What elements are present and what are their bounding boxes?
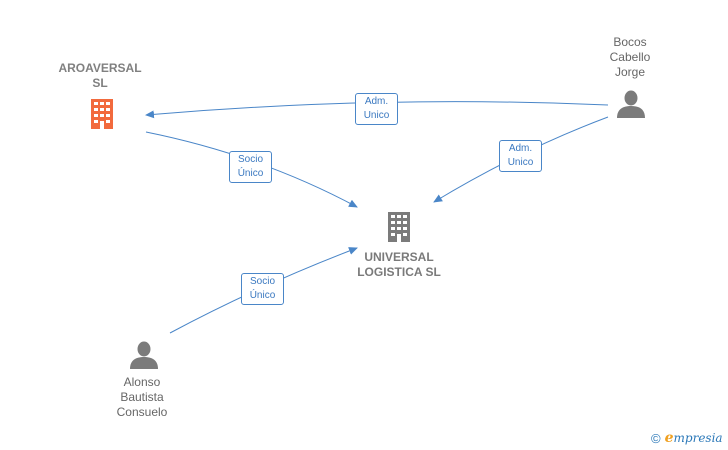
building-icon[interactable] — [384, 210, 414, 244]
person-icon[interactable] — [129, 340, 159, 370]
edge-label-line2: Unico — [363, 110, 390, 121]
empresia-logo: empresia — [664, 430, 723, 446]
edge-label-bocos-aroaversal[interactable]: Adm. Unico — [355, 93, 398, 125]
universal-label[interactable]: UNIVERSAL LOGISTICA SL — [336, 250, 462, 280]
universal-label-line1: UNIVERSAL — [364, 250, 434, 264]
empresia-credit[interactable]: © empresia — [651, 429, 723, 447]
building-icon[interactable] — [87, 97, 117, 131]
bocos-label[interactable]: Bocos Cabello Jorge — [580, 35, 680, 80]
aroaversal-label[interactable]: AROAVERSAL SL — [40, 61, 160, 91]
edge-label-line1: Socio — [237, 154, 263, 165]
edge-label-line1: Adm. — [364, 96, 389, 107]
alonso-label-line3: Consuelo — [116, 405, 168, 419]
edge-label-line1: Adm. — [508, 143, 533, 154]
person-icon[interactable] — [616, 89, 646, 119]
alonso-label-line1: Alonso — [123, 375, 161, 389]
edge-label-line2: Único — [249, 290, 276, 301]
edge-label-line2: Único — [237, 168, 264, 179]
aroaversal-label-line1: AROAVERSAL — [58, 61, 142, 75]
edge-label-aroaversal-universal[interactable]: Socio Único — [229, 151, 272, 183]
universal-label-line2: LOGISTICA SL — [357, 265, 441, 279]
aroaversal-label-line2: SL — [92, 76, 108, 90]
bocos-label-line2: Cabello — [609, 50, 651, 64]
edge-label-line1: Socio — [249, 276, 275, 287]
edge-label-alonso-universal[interactable]: Socio Único — [241, 273, 284, 305]
alonso-label[interactable]: Alonso Bautista Consuelo — [92, 375, 192, 420]
edge-label-line2: Unico — [507, 157, 534, 168]
bocos-label-line3: Jorge — [614, 65, 646, 79]
edge-label-bocos-universal[interactable]: Adm. Unico — [499, 140, 542, 172]
bocos-label-line1: Bocos — [613, 35, 647, 49]
alonso-label-line2: Bautista — [120, 390, 164, 404]
copyright-symbol: © — [651, 430, 661, 446]
